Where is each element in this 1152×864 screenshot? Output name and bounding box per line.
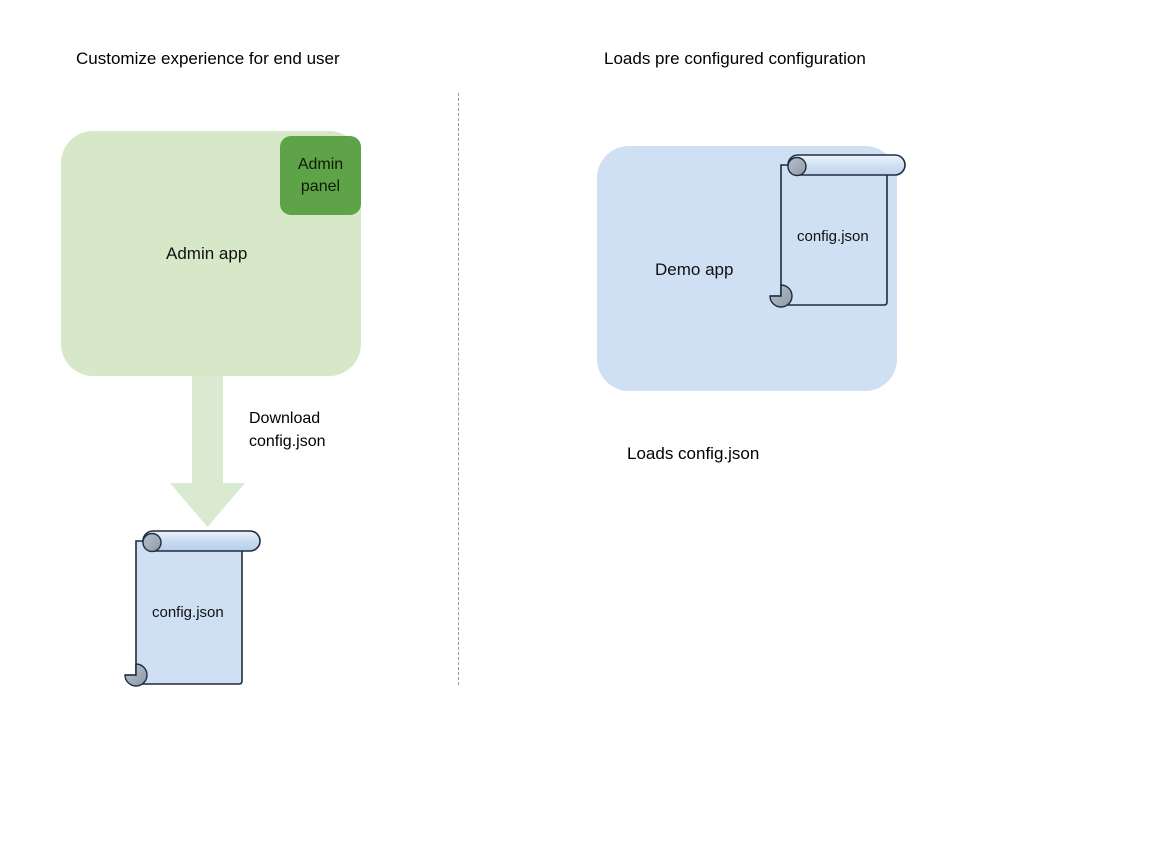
document-bottom-curl-notch (125, 664, 137, 676)
document-bottom-curl-icon (124, 663, 148, 687)
admin-panel-box[interactable]: Admin panel (280, 136, 361, 215)
document-top-knob-icon (142, 532, 162, 553)
right-section-title: Loads pre configured configuration (604, 49, 866, 68)
admin-app-label: Admin app (166, 244, 248, 263)
left-config-document-label: config.json (152, 604, 224, 621)
download-arrow-icon (170, 370, 245, 527)
right-config-document-label: config.json (797, 228, 869, 245)
demo-app-box[interactable]: Demo app (597, 146, 897, 391)
loads-config-caption: Loads config.json (627, 444, 760, 463)
admin-panel-label: Admin panel (297, 155, 344, 195)
download-arrow-label: Download config.json (249, 410, 326, 450)
demo-app-label: Demo app (655, 260, 734, 279)
left-section-title: Customize experience for end user (76, 49, 340, 68)
document-top-roll (142, 530, 261, 552)
section-divider (458, 93, 459, 685)
